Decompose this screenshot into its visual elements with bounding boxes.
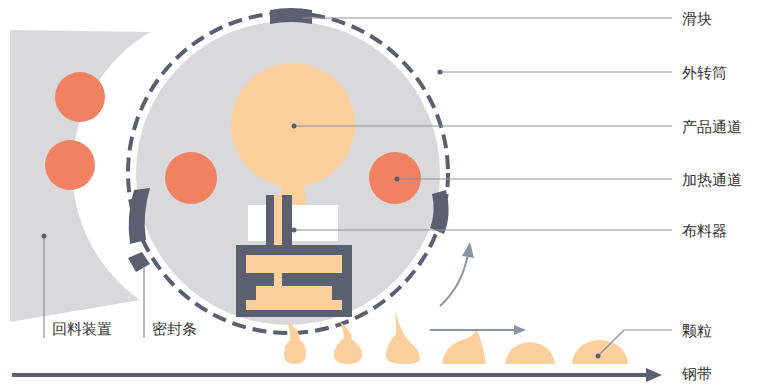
- distributor-window: [248, 205, 338, 241]
- part-label: 钢带: [682, 365, 712, 383]
- slider: [430, 190, 449, 234]
- steel-belt: [12, 373, 648, 377]
- return-device: [10, 30, 150, 322]
- rotation-arrow: [440, 254, 468, 306]
- seal-strip: [128, 252, 150, 272]
- droplets: [284, 310, 628, 364]
- rotation-arrowhead: [462, 242, 474, 258]
- distributor-cavity: [246, 300, 342, 310]
- part-label: 产品通道: [682, 118, 742, 136]
- motion-arrow: [430, 329, 516, 331]
- product-channel: [231, 63, 355, 187]
- part-label: 密封条: [152, 320, 197, 338]
- return-heating-channel: [55, 72, 105, 122]
- belt-arrowhead: [646, 368, 662, 382]
- leader-lines: [44, 18, 672, 356]
- distributor-body: [236, 245, 352, 317]
- part-label: 回料装置: [52, 320, 112, 338]
- outer-drum: [128, 13, 448, 333]
- return-heating-channel: [45, 140, 95, 190]
- distributor-tube-bore: [274, 195, 282, 247]
- part-label: 外转筒: [682, 64, 727, 82]
- heating-channel: [165, 152, 217, 204]
- distributor-tube: [266, 195, 292, 247]
- slider: [129, 188, 150, 244]
- distributor-cavity: [274, 273, 282, 286]
- motion-arrowhead: [514, 325, 526, 335]
- inner-drum: [136, 21, 440, 325]
- distributor-cavity: [246, 255, 342, 273]
- slider: [270, 8, 312, 24]
- heating-channel: [369, 152, 421, 204]
- part-label: 布料器: [682, 222, 727, 240]
- part-label: 滑块: [682, 10, 712, 28]
- distributor-cavity: [256, 286, 332, 300]
- part-label: 加热通道: [682, 171, 742, 189]
- leader-dots: [42, 16, 601, 359]
- part-label: 颗粒: [682, 322, 712, 340]
